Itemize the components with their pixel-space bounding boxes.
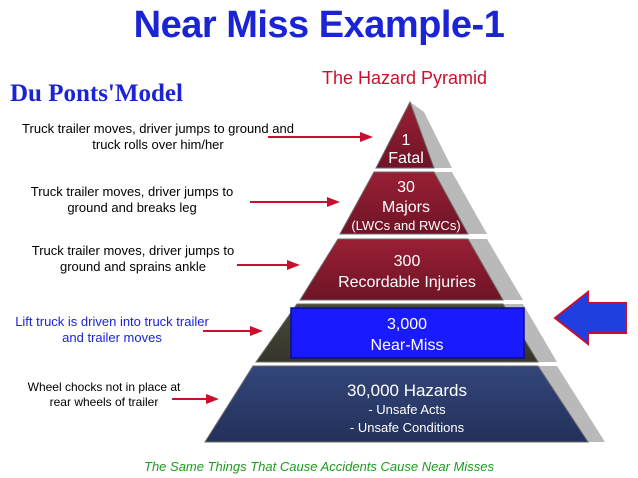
arrow-right-icon: [250, 197, 340, 207]
pyramid-side-faces: [410, 102, 605, 442]
example-major: Truck trailer moves, driver jumps to gro…: [30, 184, 234, 215]
tier-majors-note: (LWCs and RWCs): [351, 218, 460, 233]
tier-fatal-label: Fatal: [388, 150, 424, 167]
near-miss-box: [290, 307, 525, 359]
tier-hazards: [204, 365, 589, 443]
tier-recordable: [299, 238, 504, 301]
example-recordable: Truck trailer moves, driver jumps to gro…: [31, 243, 235, 274]
arrow-left-icon: [553, 289, 627, 347]
tier-majors-label: Majors: [382, 199, 430, 216]
tier-fatal-count: 1: [402, 132, 411, 149]
tier-recordable-count: 300: [394, 253, 421, 270]
tier-near-miss-count: 3,000: [387, 316, 427, 333]
tier-hazards-item-1: - Unsafe Acts: [368, 402, 446, 417]
tier-recordable-label: Recordable Injuries: [338, 274, 476, 291]
tier-hazards-item-2: - Unsafe Conditions: [350, 420, 465, 435]
footer-caption: The Same Things That Cause Accidents Cau…: [144, 459, 494, 474]
arrow-right-icon: [268, 132, 373, 142]
example-hazard: Wheel chocks not in place at rear wheels…: [27, 380, 181, 409]
arrow-right-icon: [172, 394, 219, 404]
tier-fatal: [375, 100, 435, 169]
tier-hazards-count: 30,000 Hazards: [347, 381, 467, 400]
page-title: Near Miss Example-1: [133, 4, 505, 46]
example-near-miss: Lift truck is driven into truck trailer …: [15, 314, 209, 345]
pyramid-title: The Hazard Pyramid: [322, 68, 488, 88]
tier-near-miss-label: Near-Miss: [371, 337, 444, 354]
arrow-right-icon: [237, 260, 300, 270]
tier-majors: [339, 171, 469, 235]
tier-majors-count: 30: [397, 179, 415, 196]
arrow-right-icon: [203, 326, 263, 336]
model-label: Du Ponts'Model: [10, 80, 183, 107]
example-fatal: Truck trailer moves, driver jumps to gro…: [22, 121, 294, 152]
